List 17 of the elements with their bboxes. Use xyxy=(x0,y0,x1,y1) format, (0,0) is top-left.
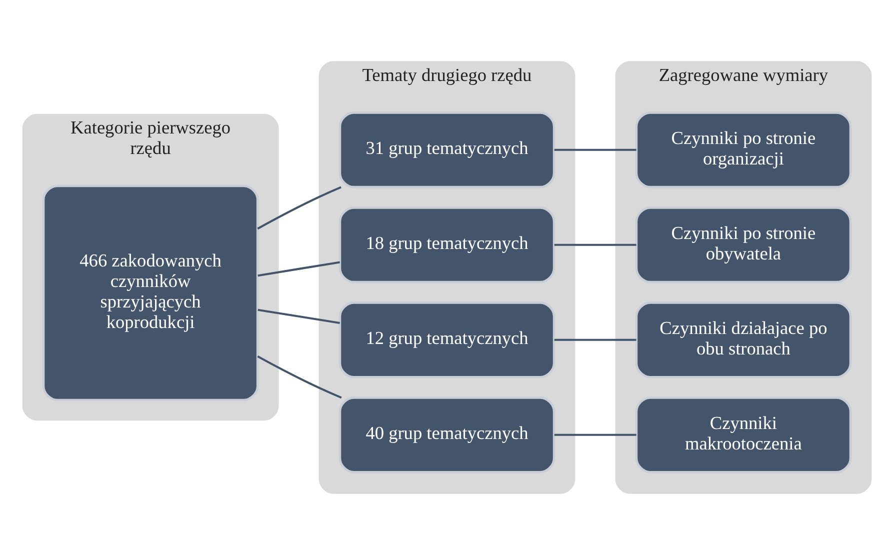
node-box: Czynniki działajace po obu stronach xyxy=(634,302,852,378)
node-box: Czynniki po stronie organizacji xyxy=(634,112,852,188)
node-box: 18 grup tematycznych xyxy=(338,206,555,284)
connector xyxy=(554,338,636,341)
connector xyxy=(257,261,340,277)
node-box: 12 grup tematycznych xyxy=(338,302,555,378)
connector xyxy=(554,148,636,151)
node-box: Czynniki makrootoczenia xyxy=(634,396,852,474)
connector xyxy=(554,434,636,436)
node-box: 31 grup tematycznych xyxy=(338,112,555,188)
connector xyxy=(256,186,341,230)
connector xyxy=(257,308,340,324)
connector xyxy=(554,244,636,246)
node-box: 40 grup tematycznych xyxy=(338,396,555,474)
node-box: Czynniki po stronie obywatela xyxy=(634,206,852,284)
connector xyxy=(256,355,342,399)
node-box: 466 zakodowanych czynników sprzyjających koprodukcji xyxy=(42,184,258,402)
